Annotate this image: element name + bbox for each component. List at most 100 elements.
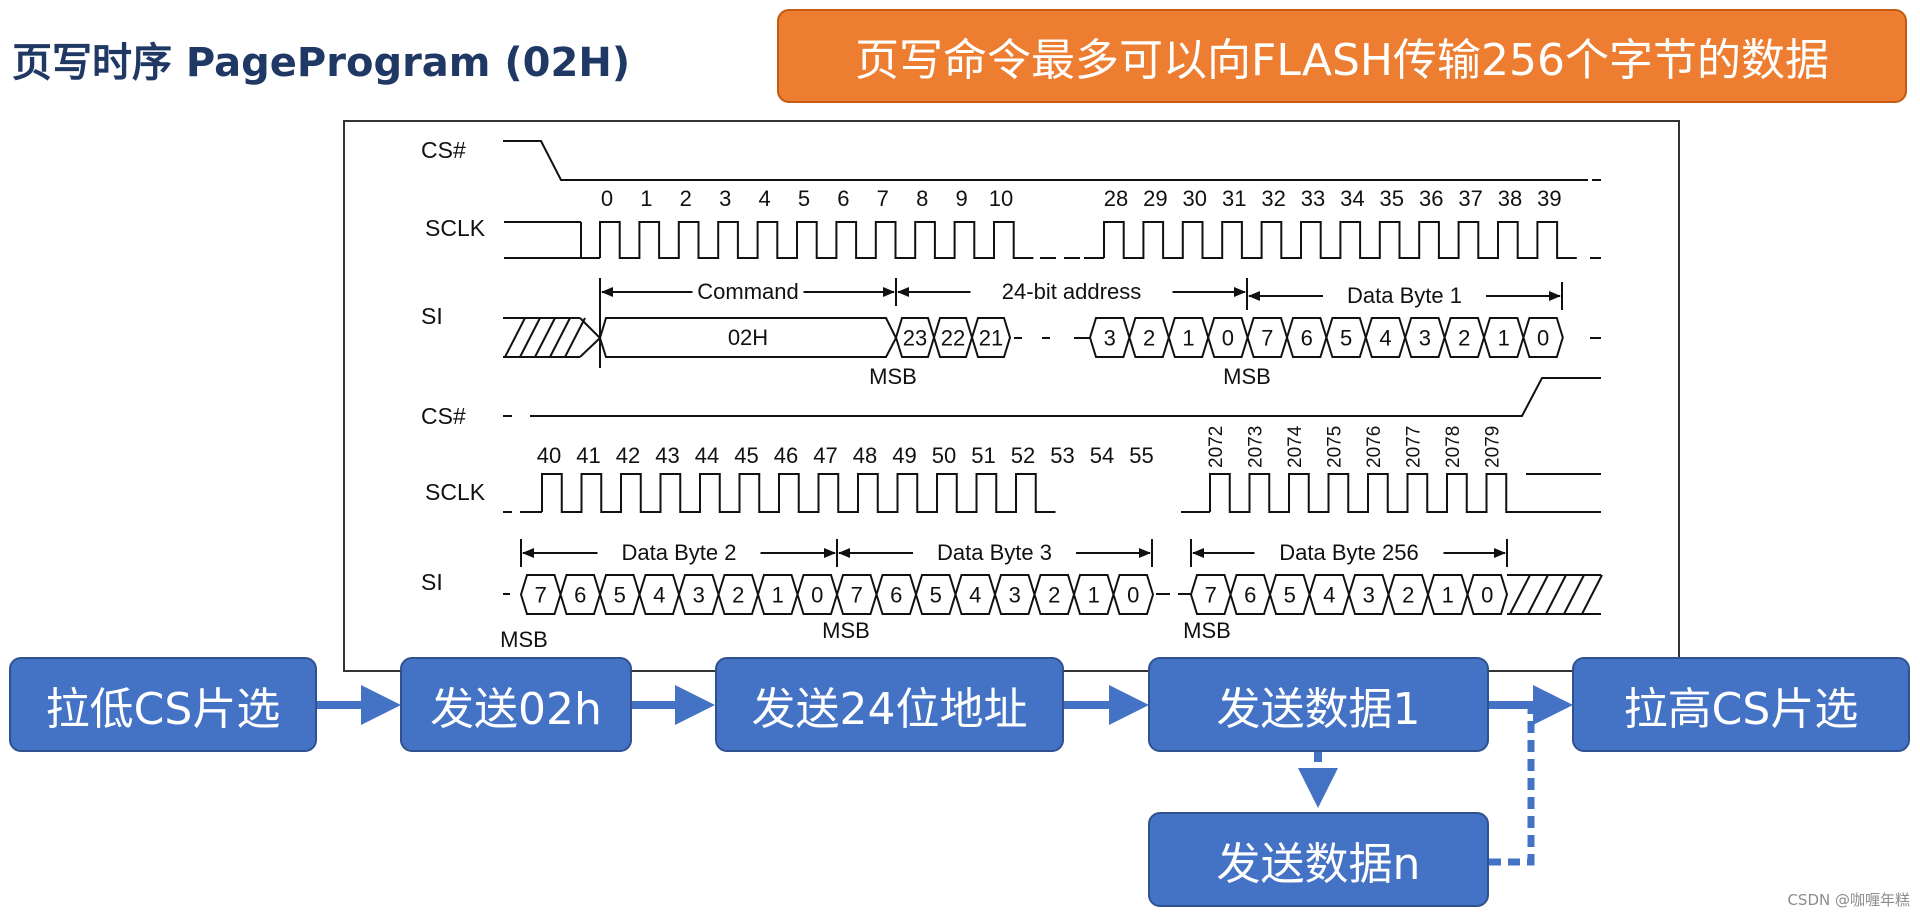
flow-step-send-data1: 发送数据1	[1148, 657, 1489, 752]
clock-number-47: 47	[813, 443, 837, 468]
msb-label-data256: MSB	[1183, 618, 1231, 643]
clock-number-43: 43	[655, 443, 679, 468]
watermark: CSDN @咖喱年糕	[1787, 891, 1910, 909]
si-row2-dontcare-hatch	[1581, 574, 1603, 615]
si-data256-bit-4-label: 4	[1323, 583, 1335, 608]
sclk-row1-lead	[580, 222, 600, 259]
clock-number-41: 41	[576, 443, 600, 468]
si-row1-dontcare-hatch	[549, 317, 571, 358]
msb-label-data2: MSB	[500, 627, 548, 652]
si-data256-bit-6-label: 6	[1244, 583, 1256, 608]
clock-number-45: 45	[734, 443, 758, 468]
si-data1-bit-1-label: 1	[1498, 326, 1510, 351]
bracket-address-label: 24-bit address	[1002, 279, 1141, 304]
si-command-value: 02H	[728, 325, 768, 350]
clock-number-4: 4	[758, 186, 770, 211]
si-data256-bit-0-label: 0	[1481, 583, 1493, 608]
clock-number-36: 36	[1419, 186, 1443, 211]
clock-number-31: 31	[1222, 186, 1246, 211]
msb-label-address: MSB	[869, 364, 917, 389]
si-row1-dontcare-hatch	[564, 317, 586, 358]
clock-number-35: 35	[1380, 186, 1404, 211]
si-row2-dontcare-hatch	[1545, 574, 1567, 615]
cs-label-row2: CS#	[421, 403, 466, 429]
si-data3-bit-7-label: 7	[851, 583, 863, 608]
clock-number-51: 51	[971, 443, 995, 468]
clock-number-6: 6	[837, 186, 849, 211]
clock-number-2079: 2079	[1483, 426, 1504, 468]
si-data2-bit-0-label: 0	[811, 583, 823, 608]
clock-number-50: 50	[932, 443, 956, 468]
clock-number-3: 3	[719, 186, 731, 211]
si-address-bit-22-label: 22	[941, 326, 965, 351]
clock-number-8: 8	[916, 186, 928, 211]
si-data256-bit-3-label: 3	[1363, 583, 1375, 608]
msb-label-data3: MSB	[822, 618, 870, 643]
si-data1-bit-3-label: 3	[1419, 326, 1431, 351]
bracket-data3-label: Data Byte 3	[937, 540, 1052, 565]
si-data256-bit-0	[1466, 574, 1509, 615]
si-data256-bit-1-label: 1	[1442, 583, 1454, 608]
si-address-low-bit-0-label: 0	[1222, 326, 1234, 351]
si-label-row2: SI	[421, 569, 443, 595]
clock-number-34: 34	[1340, 186, 1364, 211]
si-data2-bit-6-label: 6	[574, 583, 586, 608]
clock-number-1: 1	[640, 186, 652, 211]
cs-waveform-row1	[503, 140, 1588, 181]
clock-number-55: 55	[1129, 443, 1153, 468]
cs-label-row1: CS#	[421, 137, 466, 163]
si-data3-bit-6-label: 6	[890, 583, 902, 608]
si-row1-dontcare-hatch	[504, 317, 526, 358]
si-row1-dontcare-hatch	[534, 317, 556, 358]
clock-number-40: 40	[537, 443, 561, 468]
clock-number-9: 9	[955, 186, 967, 211]
bracket-data256-label: Data Byte 256	[1279, 540, 1418, 565]
clock-number-2: 2	[680, 186, 692, 211]
si-address-low-bit-2-label: 2	[1143, 326, 1155, 351]
clock-number-53: 53	[1050, 443, 1074, 468]
si-data256-bit-5-label: 5	[1284, 583, 1296, 608]
dashed-return-step6-step5	[1489, 705, 1535, 866]
clock-number-2075: 2075	[1325, 426, 1346, 468]
clock-number-39: 39	[1537, 186, 1561, 211]
si-data3-bit-4-label: 4	[969, 583, 981, 608]
sclk-row1-pulses-a	[599, 221, 1034, 259]
clock-number-33: 33	[1301, 186, 1325, 211]
flow-step-pull-cs-high: 拉高CS片选	[1572, 657, 1910, 752]
si-data256-bit-7-label: 7	[1205, 583, 1217, 608]
sclk-row2-pulses-b	[1209, 473, 1526, 513]
clock-number-5: 5	[798, 186, 810, 211]
clock-number-2077: 2077	[1404, 426, 1425, 468]
si-row2-dontcare-hatch	[1509, 574, 1531, 615]
page-title: 页写时序 PageProgram (02H)	[12, 40, 631, 86]
clock-number-2072: 2072	[1206, 426, 1227, 468]
sclk-label-row1: SCLK	[425, 215, 486, 241]
si-address-bit-21	[970, 317, 1012, 358]
sclk-row2-pulses-a	[541, 473, 1056, 513]
clock-number-7: 7	[877, 186, 889, 211]
clock-number-32: 32	[1261, 186, 1285, 211]
flow-step-send-datan: 发送数据n	[1148, 812, 1489, 907]
si-row2-dontcare-hatch	[1527, 574, 1549, 615]
si-data3-bit-0	[1112, 574, 1155, 615]
si-data3-bit-5-label: 5	[930, 583, 942, 608]
si-label-row1: SI	[421, 303, 443, 329]
summary-banner: 页写命令最多可以向FLASH传输256个字节的数据	[777, 9, 1907, 103]
si-data1-bit-7-label: 7	[1261, 326, 1273, 351]
msb-label-data1: MSB	[1223, 364, 1271, 389]
flow-step-send-address: 发送24位地址	[715, 657, 1064, 752]
si-data256-bit-2-label: 2	[1402, 583, 1414, 608]
clock-number-2074: 2074	[1285, 425, 1306, 468]
clock-number-48: 48	[853, 443, 877, 468]
clock-number-37: 37	[1458, 186, 1482, 211]
cs-waveform-row2	[530, 377, 1601, 417]
flow-step-pull-cs-low: 拉低CS片选	[9, 657, 317, 752]
clock-number-29: 29	[1143, 186, 1167, 211]
bracket-data2-label: Data Byte 2	[622, 540, 737, 565]
si-data1-bit-0-label: 0	[1537, 326, 1549, 351]
bracket-command-label: Command	[697, 279, 798, 304]
clock-number-44: 44	[695, 443, 719, 468]
clock-number-30: 30	[1183, 186, 1207, 211]
si-row2-dontcare-hatch	[1563, 574, 1585, 615]
